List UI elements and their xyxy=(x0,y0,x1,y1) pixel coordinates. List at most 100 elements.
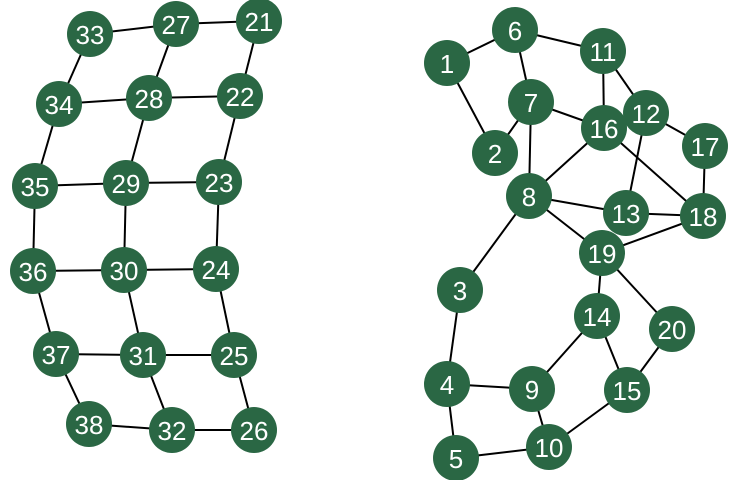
node-circle xyxy=(33,331,79,377)
node-circle xyxy=(236,0,282,44)
node-circle xyxy=(603,190,649,236)
node-label: 18 xyxy=(689,202,718,232)
node-circle xyxy=(101,247,147,293)
node-circle xyxy=(196,159,242,205)
node-circle xyxy=(36,81,82,127)
node-circle xyxy=(424,361,470,407)
node-label: 20 xyxy=(658,315,687,345)
node-circle xyxy=(231,407,277,453)
node-circle xyxy=(680,193,726,239)
node-circle xyxy=(649,306,695,352)
node-23: 23 xyxy=(196,159,242,205)
node-circle xyxy=(211,332,257,378)
node-11: 11 xyxy=(580,28,626,74)
node-label: 24 xyxy=(202,255,231,285)
node-label: 22 xyxy=(226,82,255,112)
node-circle xyxy=(120,332,166,378)
node-label: 29 xyxy=(112,169,141,199)
node-label: 19 xyxy=(588,239,617,269)
node-34: 34 xyxy=(36,81,82,127)
node-label: 25 xyxy=(220,341,249,371)
node-label: 5 xyxy=(449,444,463,474)
node-label: 33 xyxy=(76,20,105,50)
node-circle xyxy=(472,130,518,176)
node-label: 1 xyxy=(440,49,454,79)
node-label: 27 xyxy=(162,10,191,40)
node-circle xyxy=(509,366,555,412)
node-label: 4 xyxy=(440,370,454,400)
nodes-layer: 1234567891011121314151617181920212223242… xyxy=(10,0,728,480)
node-label: 3 xyxy=(453,276,467,306)
node-28: 28 xyxy=(126,75,172,121)
node-label: 7 xyxy=(524,88,538,118)
node-30: 30 xyxy=(101,247,147,293)
node-label: 38 xyxy=(75,410,104,440)
node-27: 27 xyxy=(153,1,199,47)
node-circle xyxy=(508,79,554,125)
node-31: 31 xyxy=(120,332,166,378)
node-label: 26 xyxy=(240,416,269,446)
node-circle xyxy=(12,163,58,209)
node-circle xyxy=(153,1,199,47)
node-label: 14 xyxy=(583,302,612,332)
node-22: 22 xyxy=(217,73,263,119)
node-label: 13 xyxy=(612,199,641,229)
node-32: 32 xyxy=(149,407,195,453)
node-label: 16 xyxy=(590,114,619,144)
node-label: 2 xyxy=(488,139,502,169)
node-circle xyxy=(574,293,620,339)
node-29: 29 xyxy=(103,160,149,206)
node-3: 3 xyxy=(437,267,483,313)
node-label: 31 xyxy=(129,341,158,371)
node-9: 9 xyxy=(509,366,555,412)
node-35: 35 xyxy=(12,163,58,209)
node-label: 9 xyxy=(525,375,539,405)
node-10: 10 xyxy=(526,424,572,470)
node-label: 28 xyxy=(135,84,164,114)
node-label: 17 xyxy=(691,132,720,162)
node-label: 23 xyxy=(205,168,234,198)
node-label: 37 xyxy=(42,340,71,370)
node-5: 5 xyxy=(433,435,479,480)
node-circle xyxy=(424,40,470,86)
node-circle xyxy=(193,246,239,292)
node-2: 2 xyxy=(472,130,518,176)
node-label: 10 xyxy=(535,433,564,463)
node-25: 25 xyxy=(211,332,257,378)
node-circle xyxy=(126,75,172,121)
node-19: 19 xyxy=(579,230,625,276)
node-6: 6 xyxy=(492,7,538,53)
node-38: 38 xyxy=(66,401,112,447)
node-label: 8 xyxy=(522,182,536,212)
node-circle xyxy=(604,367,650,413)
node-15: 15 xyxy=(604,367,650,413)
node-circle xyxy=(492,7,538,53)
node-label: 36 xyxy=(19,257,48,287)
node-circle xyxy=(149,407,195,453)
node-circle xyxy=(580,28,626,74)
node-circle xyxy=(581,105,627,151)
node-circle xyxy=(433,435,479,480)
node-circle xyxy=(217,73,263,119)
node-circle xyxy=(10,248,56,294)
node-24: 24 xyxy=(193,246,239,292)
node-16: 16 xyxy=(581,105,627,151)
node-21: 21 xyxy=(236,0,282,44)
node-18: 18 xyxy=(680,193,726,239)
node-33: 33 xyxy=(67,11,113,57)
node-13: 13 xyxy=(603,190,649,236)
node-14: 14 xyxy=(574,293,620,339)
node-label: 21 xyxy=(245,7,274,37)
node-26: 26 xyxy=(231,407,277,453)
node-circle xyxy=(66,401,112,447)
node-label: 15 xyxy=(613,376,642,406)
node-circle xyxy=(623,90,669,136)
node-20: 20 xyxy=(649,306,695,352)
node-1: 1 xyxy=(424,40,470,86)
node-12: 12 xyxy=(623,90,669,136)
node-circle xyxy=(579,230,625,276)
node-circle xyxy=(682,123,728,169)
node-4: 4 xyxy=(424,361,470,407)
node-label: 6 xyxy=(508,16,522,46)
